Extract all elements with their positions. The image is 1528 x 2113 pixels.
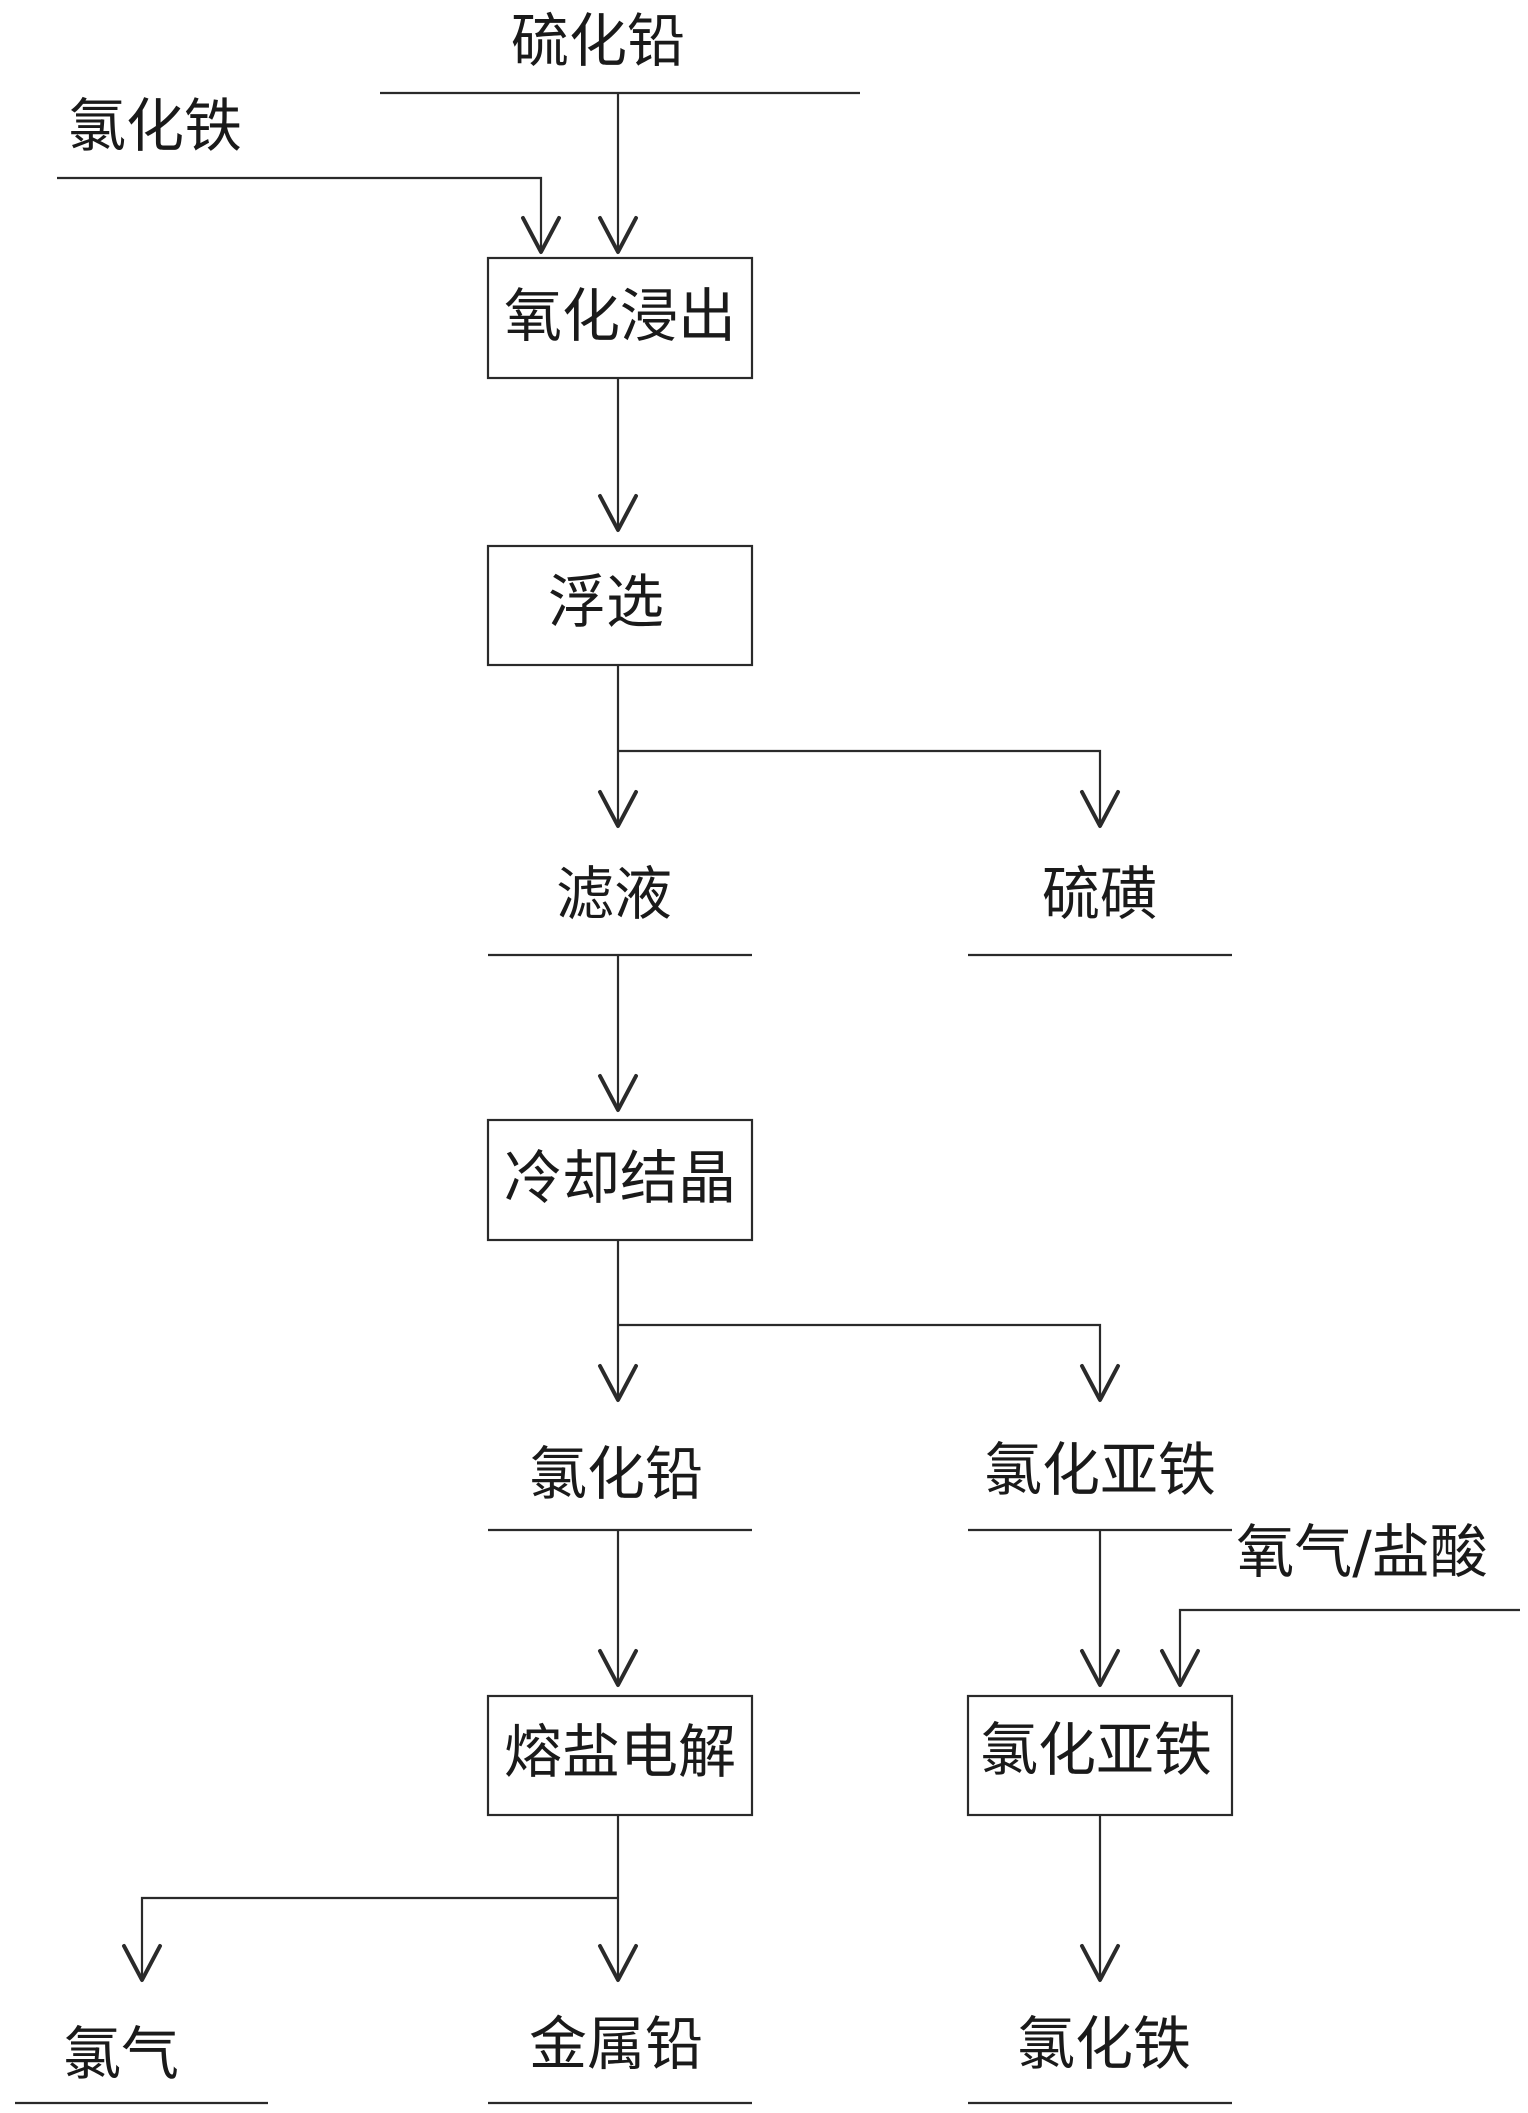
arrow-down-icon bbox=[598, 494, 638, 532]
node-box bbox=[486, 544, 754, 667]
arrow-down-icon bbox=[122, 1944, 162, 1982]
node-box bbox=[486, 256, 754, 380]
arrow-down-icon bbox=[598, 1074, 638, 1112]
label-oxygen-hcl: 氧气/盐酸 bbox=[1236, 1518, 1488, 1586]
node-label: 氯化亚铁 bbox=[980, 1716, 1212, 1784]
arrow-heads bbox=[122, 216, 1200, 1982]
arrow-down-icon bbox=[598, 216, 638, 254]
node-box bbox=[486, 1694, 754, 1817]
node-label: 浮选 bbox=[548, 568, 664, 636]
process-node-ferrous-chloride: 氯化亚铁 bbox=[966, 1694, 1234, 1817]
arrow-down-icon bbox=[1080, 1364, 1120, 1402]
connector-lines bbox=[15, 91, 1520, 2105]
process-node-cooling-crystallization: 冷却结晶 bbox=[486, 1118, 754, 1242]
arrow-down-icon bbox=[598, 790, 638, 828]
arrow-down-icon bbox=[598, 1944, 638, 1982]
arrow-down-icon bbox=[1080, 1649, 1120, 1687]
label-ferrous-chloride: 氯化亚铁 bbox=[984, 1436, 1216, 1504]
arrow-down-icon bbox=[1160, 1649, 1200, 1687]
node-label: 冷却结晶 bbox=[504, 1144, 736, 1212]
arrow-down-icon bbox=[598, 1649, 638, 1687]
node-label: 熔盐电解 bbox=[504, 1718, 736, 1786]
arrow-down-icon bbox=[1080, 790, 1120, 828]
arrow-down-icon bbox=[521, 216, 561, 254]
label-filtrate: 滤液 bbox=[556, 860, 672, 928]
electrolysis-to-chlorine-line bbox=[140, 1896, 618, 1980]
label-ferric-chloride-output: 氯化铁 bbox=[1017, 2010, 1191, 2078]
label-lead-chloride: 氯化铅 bbox=[529, 1440, 703, 1508]
oxygen-hcl-feed-line bbox=[1178, 1608, 1520, 1685]
arrow-down-icon bbox=[1080, 1944, 1120, 1982]
flotation-to-sulfur-line bbox=[618, 749, 1102, 826]
ferric-chloride-feed-line bbox=[57, 176, 543, 252]
label-lead-sulfide: 硫化铅 bbox=[511, 7, 685, 75]
process-node-molten-salt-electrolysis: 熔盐电解 bbox=[486, 1694, 754, 1817]
label-metallic-lead: 金属铅 bbox=[529, 2010, 703, 2078]
node-label: 氧化浸出 bbox=[504, 282, 736, 350]
process-node-flotation: 浮选 bbox=[486, 544, 754, 667]
node-box bbox=[966, 1694, 1234, 1817]
label-sulfur: 硫磺 bbox=[1042, 860, 1158, 928]
label-ferric-chloride-input: 氯化铁 bbox=[68, 92, 242, 160]
arrow-down-icon bbox=[598, 1364, 638, 1402]
label-chlorine: 氯气 bbox=[63, 2020, 179, 2088]
process-node-oxidative-leaching: 氧化浸出 bbox=[486, 256, 754, 380]
node-box bbox=[486, 1118, 754, 1242]
crystallization-to-ferrous-chloride-line bbox=[618, 1323, 1102, 1400]
